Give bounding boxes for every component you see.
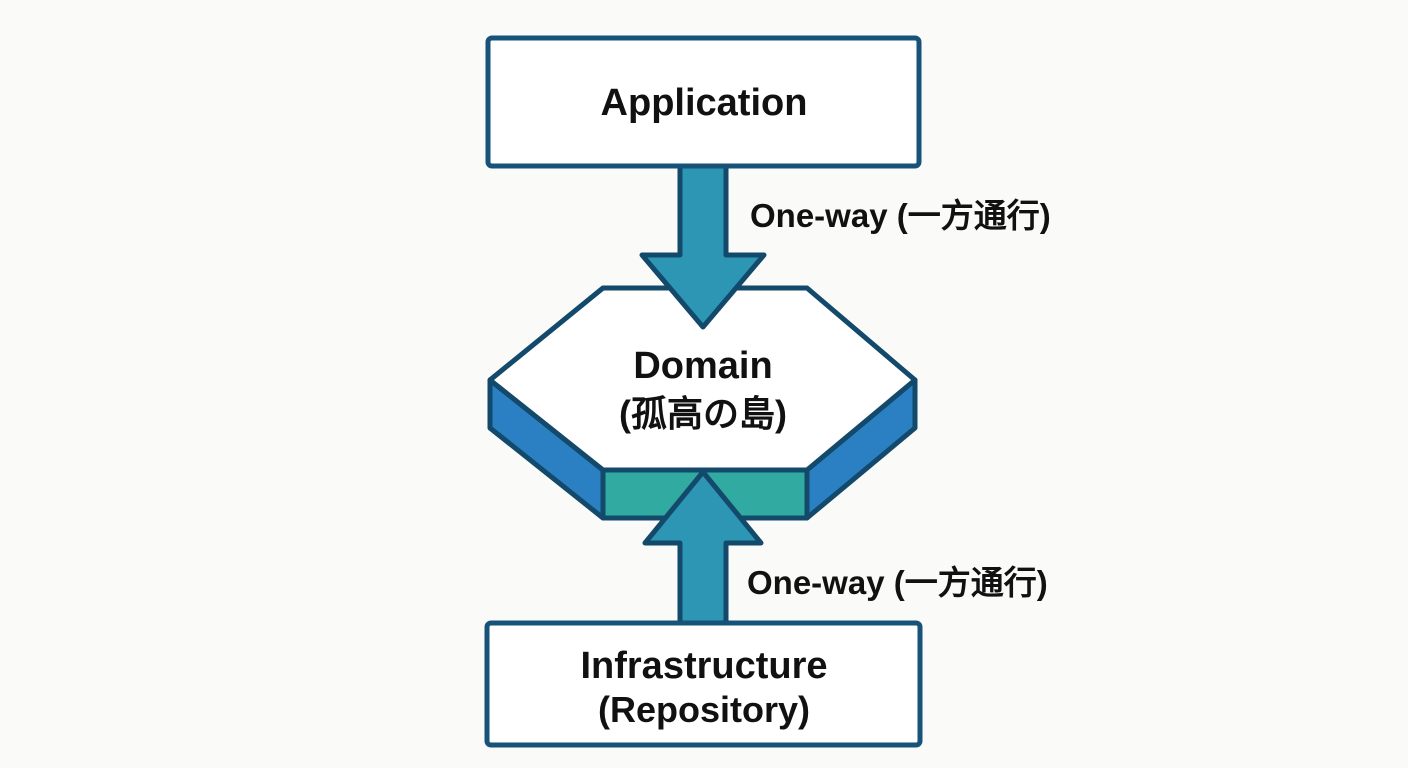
domain-sublabel: (孤高の島) — [619, 393, 787, 434]
application-node: Application — [485, 35, 922, 169]
infrastructure-label: Infrastructure — [580, 645, 827, 687]
domain-hexagon — [487, 285, 918, 521]
infrastructure-node: Infrastructure (Repository) — [484, 620, 923, 748]
edge-label-infrastructure-to-domain: One-way (一方通行) — [747, 564, 1048, 601]
infrastructure-sublabel: (Repository) — [598, 689, 810, 730]
down-arrow — [639, 157, 767, 330]
application-box — [485, 35, 922, 169]
infrastructure-box — [484, 620, 923, 748]
domain-label: Domain — [633, 345, 772, 387]
application-label: Application — [601, 82, 808, 124]
edge-label-application-to-domain: One-way (一方通行) — [750, 197, 1051, 234]
hexagon-top-face — [487, 285, 918, 473]
up-arrow — [642, 469, 764, 635]
